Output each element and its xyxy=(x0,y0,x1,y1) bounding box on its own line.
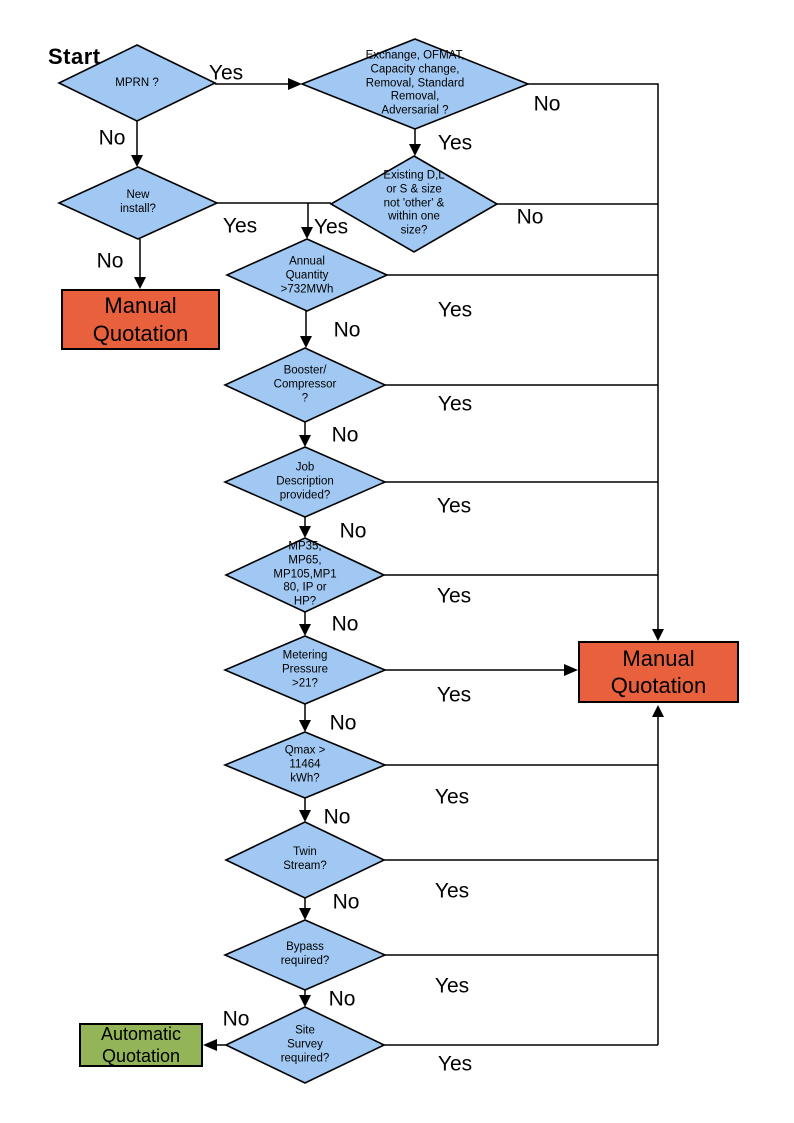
edge-label-exchange-no: No xyxy=(533,92,561,116)
decision-new-install xyxy=(57,166,219,240)
decision-exchange-label: Exchange, OFMAT, Capacity change, Remova… xyxy=(365,49,465,117)
decision-qmax-label: Qmax > 11464 kWh? xyxy=(284,744,326,784)
edge-newinstall-existing-yes-line xyxy=(217,202,331,227)
edge-label-mprn-yes: Yes xyxy=(208,61,244,85)
edge-label-qmax-yes: Yes xyxy=(434,785,470,809)
edge-label-twin-no: No xyxy=(332,890,360,914)
arrowhead-icon xyxy=(299,908,311,920)
decision-mp-pressure-tier-label: MP35, MP65, MP105,MP1 80, IP or HP? xyxy=(273,540,337,608)
decision-mp-pressure-tier xyxy=(224,537,386,613)
edge-label-metering-no: No xyxy=(329,711,357,735)
decision-nodes xyxy=(57,38,531,1084)
edge-label-mp-no: No xyxy=(331,612,359,636)
arrowhead-icon xyxy=(652,629,664,641)
edge-label-metering-yes: Yes xyxy=(436,683,472,707)
decision-existing xyxy=(329,155,499,253)
manual-quotation-right-box: Manual Quotation xyxy=(578,641,739,703)
arrowhead-icon xyxy=(299,624,311,636)
automatic-quotation-box: Automatic Quotation xyxy=(79,1023,203,1067)
decision-booster-compressor-label: Booster/ Compressor ? xyxy=(273,364,337,404)
arrowhead-icon xyxy=(409,144,421,156)
decision-site-survey-label: Site Survey required? xyxy=(280,1024,330,1064)
edge-exchange-no-trunk-top-line xyxy=(528,83,659,629)
arrowheads xyxy=(131,78,664,1051)
arrowhead-icon xyxy=(299,995,311,1007)
arrowhead-icon xyxy=(299,435,311,447)
edge-label-bypass-yes: Yes xyxy=(434,974,470,998)
edge-label-site-survey-no: No xyxy=(222,1007,250,1031)
arrowhead-icon xyxy=(299,720,311,732)
decision-site-survey xyxy=(224,1006,386,1084)
arrowhead-icon xyxy=(203,1039,217,1051)
decision-mprn-label: MPRN ? xyxy=(115,77,159,90)
decision-exchange xyxy=(299,38,531,130)
edge-label-new-install-no: No xyxy=(96,249,124,273)
arrowhead-icon xyxy=(564,664,578,676)
edge-label-job-desc-no: No xyxy=(339,519,367,543)
decision-job-description-label: Job Description provided? xyxy=(276,461,334,501)
decision-job-description xyxy=(223,446,387,518)
decision-existing-label: Existing D,L or S & size not 'other' & w… xyxy=(383,169,445,237)
manual-quotation-left-box: Manual Quotation xyxy=(61,289,220,350)
edge-label-job-desc-yes: Yes xyxy=(436,494,472,518)
decision-mprn xyxy=(57,44,217,122)
start-label: Start xyxy=(48,44,101,69)
edge-label-new-install-yes: Yes xyxy=(222,214,258,238)
connectors xyxy=(136,83,659,1046)
arrowhead-icon xyxy=(299,526,311,538)
edge-label-annual-no: No xyxy=(333,318,361,342)
decision-twin-stream-label: Twin Stream? xyxy=(283,846,327,872)
decision-metering-pressure xyxy=(222,635,388,705)
edge-label-site-survey-yes: Yes xyxy=(437,1052,473,1076)
arrowhead-icon xyxy=(301,227,313,239)
edge-label-qmax-no: No xyxy=(323,805,351,829)
edge-label-mp-yes: Yes xyxy=(436,584,472,608)
edge-label-bypass-no: No xyxy=(328,987,356,1011)
edge-label-booster-no: No xyxy=(331,423,359,447)
arrowhead-icon xyxy=(299,810,311,822)
edge-label-booster-yes: Yes xyxy=(437,392,473,416)
decision-annual-quantity-label: Annual Quantity >732MWh xyxy=(280,255,334,295)
edge-label-twin-yes: Yes xyxy=(434,879,470,903)
arrowhead-icon xyxy=(652,705,664,717)
arrowhead-icon xyxy=(288,78,302,90)
decision-new-install-label: New install? xyxy=(120,189,156,215)
edge-label-annual-yes: Yes xyxy=(437,298,473,322)
arrowhead-icon xyxy=(300,336,312,348)
edge-label-existing-yes: Yes xyxy=(313,215,349,239)
decision-bypass xyxy=(223,919,387,991)
decision-bypass-label: Bypass required? xyxy=(280,941,330,967)
decision-twin-stream xyxy=(224,821,386,899)
decision-metering-pressure-label: Metering Pressure >21? xyxy=(281,649,329,689)
decision-booster-compressor xyxy=(223,347,387,423)
arrowhead-icon xyxy=(131,155,143,167)
edge-label-existing-no: No xyxy=(516,205,544,229)
decision-annual-quantity xyxy=(225,238,389,312)
decision-qmax xyxy=(222,731,388,799)
arrowhead-icon xyxy=(134,277,146,289)
edge-label-exchange-yes: Yes xyxy=(437,131,473,155)
edge-label-mprn-no: No xyxy=(98,126,126,150)
